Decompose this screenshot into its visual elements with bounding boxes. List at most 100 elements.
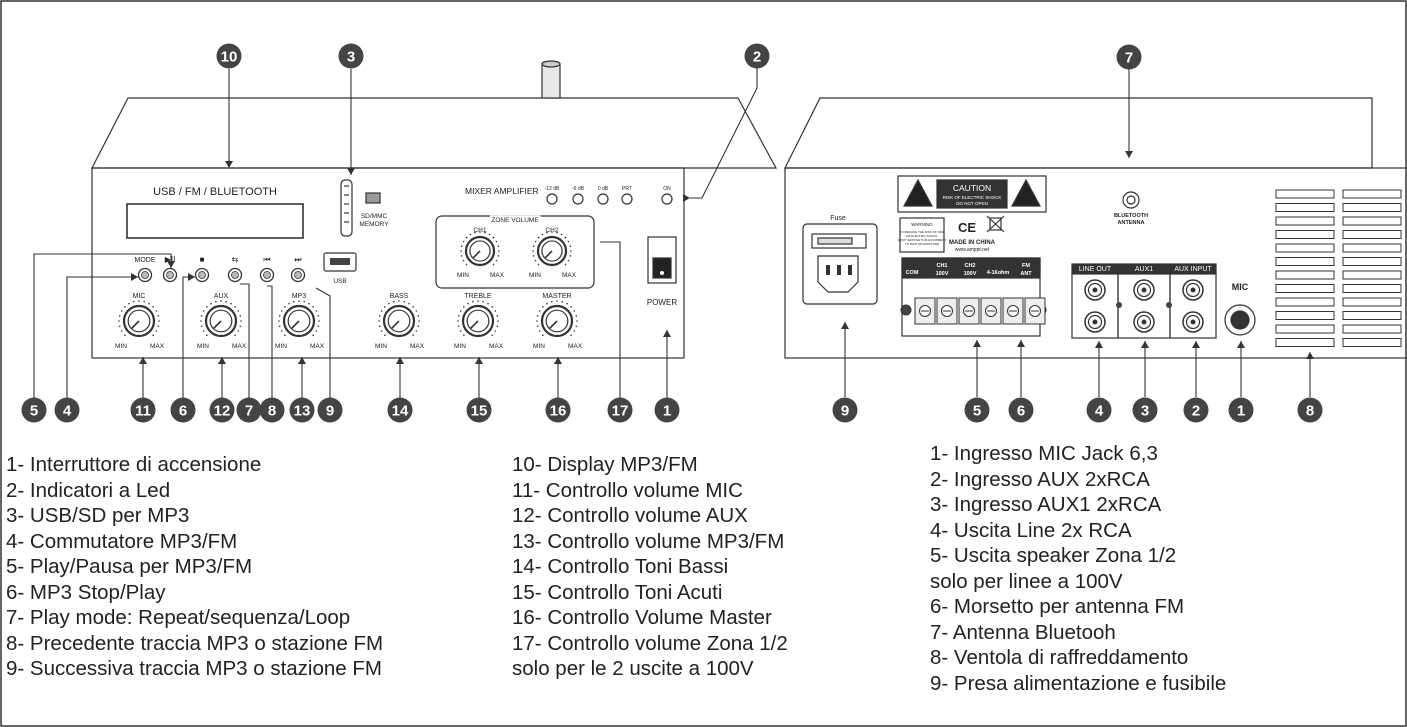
callout-circle [654,397,680,423]
callout-circle [832,397,858,423]
legend-item: 8- Precedente traccia MP3 o stazione FM [6,631,384,655]
vent-slot [1342,230,1402,239]
leader-arrowhead [1237,341,1245,348]
knob-tick [412,306,414,308]
knob-tick [317,315,320,317]
knob-tick [457,320,459,322]
led-label: 0 dB [598,186,609,192]
callout-circle [1008,397,1034,423]
callout-circle [545,397,571,423]
knob-tick [538,310,541,312]
leader-arrowhead [973,340,981,347]
sd-label-2: MEMORY [359,221,389,228]
vent-slot [1275,216,1335,226]
callout-leaders [33,66,1314,398]
vent-slot [1275,270,1335,280]
knob-tick [484,231,486,234]
mic-label: MIC [1232,282,1249,292]
callout-number: 2 [1192,403,1200,420]
knob-tick [569,255,572,257]
knob-tick [128,302,130,305]
legend-item: 15- Controllo Toni Acuti [512,580,723,604]
knob-tick [158,320,160,322]
caution-sub-2: DO NOT OPEN [956,201,987,206]
leader-line [690,66,758,199]
legend-front-right: 10- Display MP3/FM 11- Controllo volume … [512,452,788,682]
knob-tick [460,250,462,252]
knob-tick [237,310,240,312]
knob-tick [460,255,463,257]
knob-tick [496,325,499,327]
knob-tick [573,310,576,312]
power-switch [652,257,672,279]
knob-tick [495,259,498,262]
knob-tick [497,245,500,247]
knob-tick [124,306,126,308]
fuse-holder [811,233,867,249]
rca-jack-pin [1141,319,1147,325]
knob-tick [398,300,400,302]
knob-tick [133,300,135,303]
power-inlet-housing [802,223,878,305]
knob-tick [200,315,203,317]
knob-tick [206,306,208,308]
knob-max-label: MAX [150,343,165,350]
legend-item: 9- Successiva traccia MP3 o stazione FM [6,657,382,680]
knob-tick [556,231,558,234]
knob-tick [384,306,386,308]
ch1-label: CH1 [473,227,486,234]
knob-tick [536,320,538,322]
legend-item: 9- Presa alimentazione e fusibile [930,671,1227,695]
knob-tick [479,231,481,233]
sd-card-icon [365,192,381,204]
leader-line [315,287,331,398]
power-label: POWER [647,298,677,307]
knob-tick [237,330,240,332]
terminal-screws [900,297,1047,325]
sd-card-slot [340,179,353,237]
caution-banner [936,179,1008,209]
knob-tick [482,300,484,303]
knob-min-label: MIN [197,343,209,350]
knob-tick [498,250,500,252]
led-indicator [572,193,584,205]
leader-line [66,276,138,398]
knob-tick [551,300,553,303]
line-out-label: LINE OUT [1079,266,1112,273]
knob-tick [570,306,572,308]
callout-circle [1116,44,1142,70]
leader-arrowhead [167,261,175,268]
knob-tick [472,300,474,303]
knob-tick [494,310,497,312]
vent-slot [1342,270,1402,280]
exclamation-warning-icon [1010,178,1042,207]
knob-tick [230,302,232,305]
knob-tick [495,240,498,243]
knob-tick [570,250,572,252]
knob-tick [234,334,236,336]
button-label: ■ [200,255,205,264]
knob-tick [378,320,380,322]
knob-tick [491,334,493,336]
knob-tick [393,300,395,303]
shock-warning-icon [902,178,934,207]
vent-slot [1342,257,1402,266]
knob-tick [488,233,491,236]
knob-tick [492,263,495,266]
leader-arrowhead [218,357,226,364]
knob-tick [546,231,548,234]
knob-tick [463,334,465,336]
vent-slot [1342,338,1402,347]
cooling-vents [1275,189,1402,347]
knob-tick [239,315,242,317]
leader-arrowhead [1141,341,1149,348]
button-cap [263,271,271,279]
knob-tick [566,302,568,305]
terminal-label: 4-16ohm [987,270,1010,276]
warning-title: WARNING [911,222,933,227]
callout-number: 10 [221,49,238,66]
knob-max-label: MAX [568,343,583,350]
knob-max-label: MAX [410,343,425,350]
caution-sub-1: RISK OF ELECTRIC SHOCK [943,195,1002,200]
